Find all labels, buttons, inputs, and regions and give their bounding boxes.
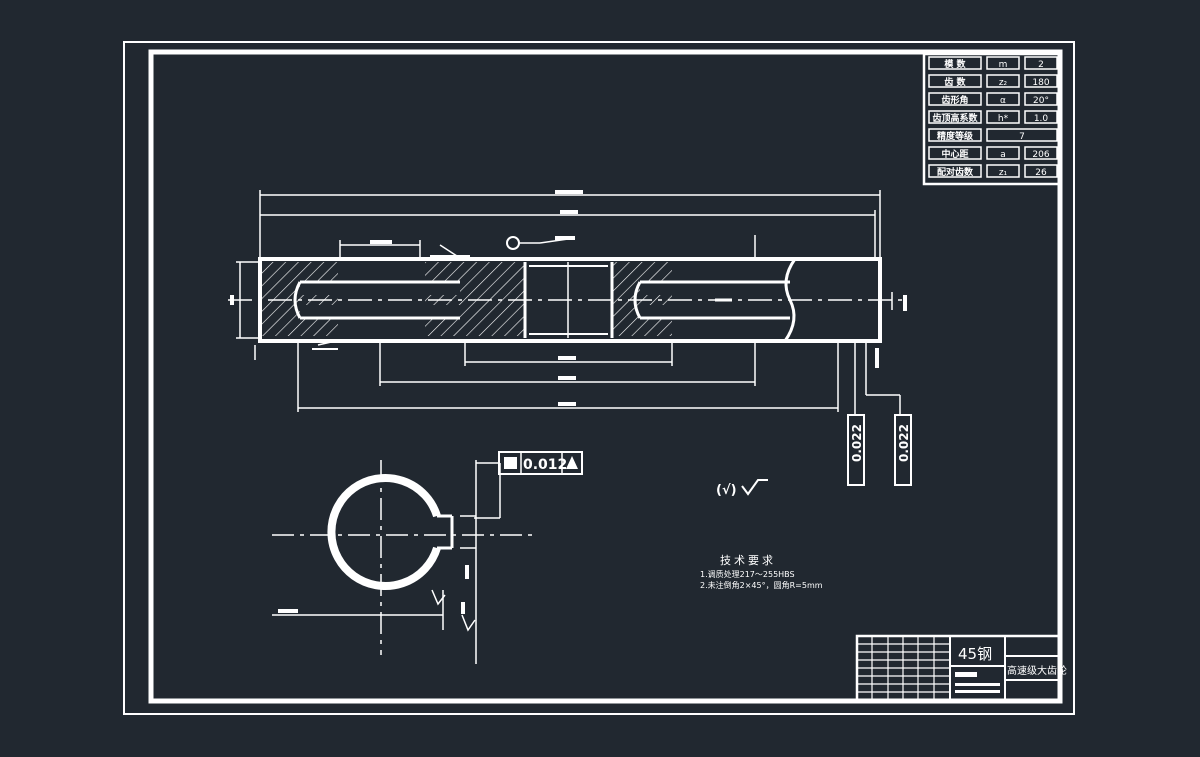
tech-req-item-2: 2.未注倒角2×45°，圆角R=5mm	[700, 580, 823, 590]
param-name: 中心距	[941, 148, 968, 160]
tech-req-item-1: 1.调质处理217～255HBS	[700, 569, 795, 579]
surface-finish-note: (√)	[716, 479, 768, 498]
param-value: 2	[1038, 60, 1044, 70]
gear-section-view	[228, 190, 907, 415]
title-block-material: 45钢	[958, 645, 992, 663]
symmetry-tolerance-value: 0.012	[523, 457, 567, 473]
param-value: 20°	[1033, 96, 1049, 106]
runout-frame-left: 0.022	[847, 414, 865, 486]
svg-text:(√): (√)	[716, 483, 737, 498]
runout-right-value: 0.022	[897, 424, 911, 462]
param-value: 206	[1032, 150, 1049, 160]
param-name: 齿形角	[941, 94, 968, 106]
param-symbol: z₁	[999, 168, 1008, 178]
tech-req-heading: 技术要求	[720, 554, 776, 567]
hatch-rim-left	[262, 262, 338, 336]
param-name: 齿顶高系数	[932, 112, 978, 124]
technical-requirements: 技术要求 1.调质处理217～255HBS 2.未注倒角2×45°，圆角R=5m…	[700, 554, 823, 590]
param-symbol: m	[999, 60, 1008, 70]
param-value: 180	[1032, 78, 1049, 88]
param-symbol: α	[1000, 96, 1006, 106]
runout-left-value: 0.022	[850, 424, 864, 462]
symmetry-tolerance-frame	[498, 451, 583, 475]
param-value: 26	[1035, 168, 1047, 178]
gear-parameter-table: 模 数 m 2 齿 数 z₂ 180 齿形角 α 20° 齿顶高系数 h* 1.0 精度等级 7 中心距 a 2…	[922, 52, 1062, 186]
param-symbol: h*	[998, 114, 1009, 124]
hatch-hub-left	[425, 262, 525, 336]
param-name: 模 数	[944, 58, 966, 70]
param-name: 精度等级	[937, 130, 974, 142]
param-symbol: z₂	[999, 78, 1008, 88]
title-block: 45钢 高速级大齿轮	[855, 634, 1067, 702]
param-symbol: a	[1000, 150, 1006, 160]
param-name: 配对齿数	[937, 166, 974, 178]
title-block-part-name: 高速级大齿轮	[1007, 664, 1067, 677]
inner-border	[148, 49, 1063, 704]
param-name: 齿 数	[944, 76, 966, 88]
param-value: 1.0	[1034, 114, 1049, 124]
hub-end-view: 0.012	[272, 451, 583, 664]
outer-border	[123, 41, 1075, 715]
runout-frame-right: 0.022	[894, 414, 912, 486]
param-value: 7	[1019, 132, 1025, 142]
hatch-hub-right	[612, 262, 672, 336]
